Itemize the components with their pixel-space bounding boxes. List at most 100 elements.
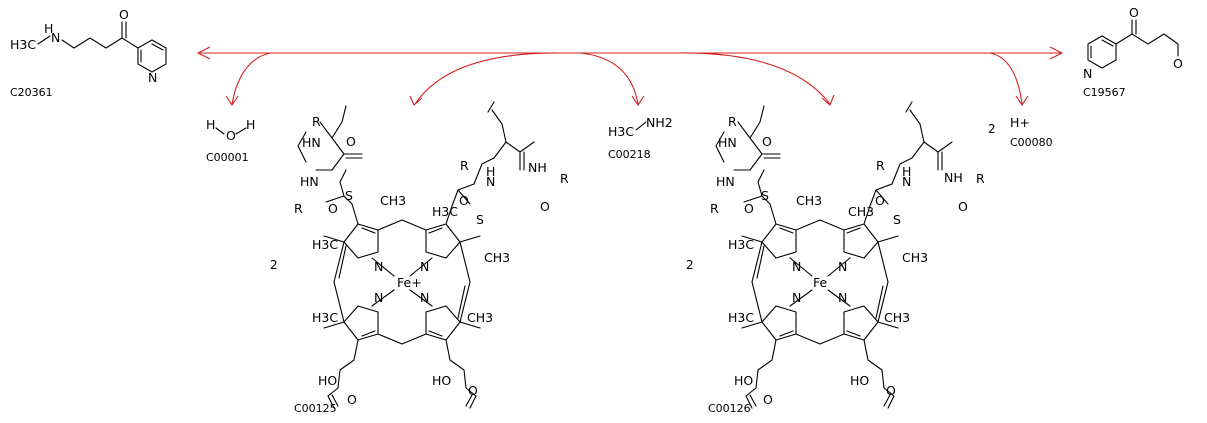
atom-label: CH3: [484, 250, 510, 265]
atom-label: N: [1083, 66, 1092, 81]
arrowhead-c00125: [409, 95, 423, 106]
atom-label: R: [876, 158, 885, 173]
compound-label: C00218: [608, 148, 651, 161]
stoichiometric-coefficient: 2: [686, 258, 694, 272]
atom-label: H: [44, 21, 53, 36]
atom-label: N: [902, 174, 911, 189]
atom-label: R: [294, 201, 303, 216]
atom-label: NH: [528, 160, 547, 175]
atom-label: HO: [318, 373, 337, 388]
atom-label: H3C: [312, 237, 338, 252]
arrowhead-water: [225, 95, 239, 106]
arrow-to-water: [231, 52, 271, 105]
compound-c20361: H3C H N O N C20361: [10, 7, 167, 99]
atom-label: O: [226, 128, 236, 143]
atom-label: O: [875, 193, 885, 208]
atom-label: HO: [850, 373, 869, 388]
atom-label: H3C: [728, 237, 754, 252]
compound-label: C19567: [1083, 86, 1126, 99]
arrow-to-proton: [989, 52, 1023, 105]
compound-c00001: H O H C00001: [206, 117, 255, 164]
atom-label: H3C: [312, 310, 338, 325]
atom-label: CH3: [902, 250, 928, 265]
atom-label: N: [374, 290, 383, 305]
atom-label: N: [838, 290, 847, 305]
atom-label: H+: [1010, 115, 1030, 130]
atom-label: Fe: [813, 275, 828, 290]
atom-label: H: [902, 164, 911, 179]
atom-label: O: [468, 383, 478, 398]
atom-label: HN: [716, 174, 735, 189]
atom-label: H: [246, 117, 255, 132]
atom-label: N: [486, 174, 495, 189]
atom-label: N: [420, 290, 429, 305]
compound-label: C00126: [708, 402, 751, 415]
atom-label: R: [728, 114, 737, 129]
atom-label: N: [420, 259, 429, 274]
atom-label: R: [460, 158, 469, 173]
atom-label: O: [347, 392, 357, 407]
stoichiometric-coefficient: 2: [270, 258, 278, 272]
atom-label: R: [976, 171, 985, 186]
atom-label: O: [958, 199, 968, 214]
atom-label: O: [346, 134, 356, 149]
atom-label: H3C: [10, 37, 36, 52]
compound-c00126: 2 Fe N N N N H3C H3C CH3 CH3 S CH3 S CH3…: [686, 101, 985, 415]
atom-label: N: [792, 259, 801, 274]
atom-label: O: [540, 199, 550, 214]
atom-label: R: [560, 171, 569, 186]
atom-label: H3C: [728, 310, 754, 325]
stoichiometric-coefficient: 2: [988, 122, 996, 136]
atom-label: HN: [300, 174, 319, 189]
atom-label: R: [710, 201, 719, 216]
compound-label: C00125: [294, 402, 337, 415]
atom-label: H3C: [608, 124, 634, 139]
arrowhead-left: [196, 46, 211, 60]
atom-label: CH3: [848, 204, 874, 219]
atom-label: O: [744, 201, 754, 216]
compound-c00125: 2 Fe+ N N N N H3C H3C CH3 H3C S CH3 S CH…: [270, 101, 569, 415]
compound-c00218: H3C NH2 C00218: [608, 115, 673, 161]
arrow-to-methylamine: [579, 52, 639, 105]
reaction-arrows: [196, 46, 1064, 106]
atom-label: O: [119, 7, 129, 22]
atom-label: HO: [432, 373, 451, 388]
atom-label: O: [459, 193, 469, 208]
atom-label: H3C: [432, 204, 458, 219]
atom-label: S: [761, 188, 769, 203]
atom-label: N: [51, 30, 60, 45]
atom-label: Fe+: [397, 275, 422, 290]
atom-label: O: [328, 201, 338, 216]
atom-label: CH3: [884, 310, 910, 325]
compound-label: C00001: [206, 151, 249, 164]
atom-label: S: [476, 212, 484, 227]
atom-label: HO: [734, 373, 753, 388]
atom-label: N: [148, 70, 157, 85]
atom-label: N: [792, 290, 801, 305]
compound-label: C00080: [1010, 136, 1053, 149]
atom-label: O: [1173, 56, 1183, 71]
atom-label: S: [345, 188, 353, 203]
atom-label: H: [486, 164, 495, 179]
arrowhead-c00126: [821, 94, 835, 106]
atom-label: HN: [718, 135, 737, 150]
atom-label: R: [312, 114, 321, 129]
atom-label: CH3: [467, 310, 493, 325]
atom-label: O: [762, 134, 772, 149]
compound-c00080: 2 H+ C00080: [988, 115, 1053, 149]
atom-label: NH: [944, 170, 963, 185]
atom-label: S: [893, 212, 901, 227]
atom-label: H: [206, 117, 215, 132]
atom-label: O: [1129, 5, 1139, 20]
arrow-to-c00125: [414, 52, 561, 105]
atom-label: O: [763, 392, 773, 407]
arrow-to-c00126: [679, 52, 831, 105]
atom-label: HN: [302, 135, 321, 150]
atom-label: NH2: [646, 115, 673, 130]
arrowhead-proton: [1015, 95, 1029, 106]
atom-label: N: [374, 259, 383, 274]
atom-label: CH3: [796, 193, 822, 208]
atom-label: N: [838, 259, 847, 274]
compound-c19567: N O O C19567: [1083, 5, 1183, 99]
